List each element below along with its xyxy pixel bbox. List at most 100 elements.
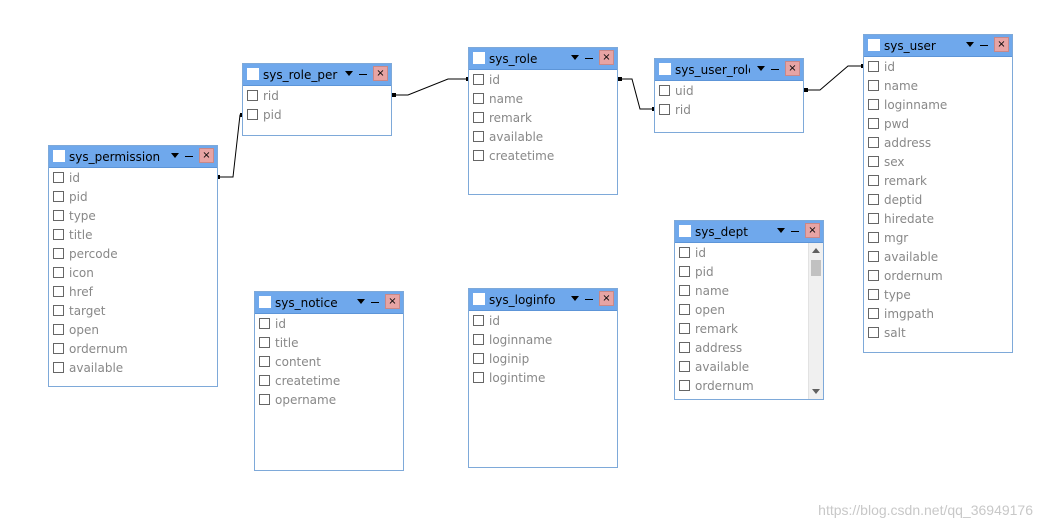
field-row[interactable]: imgpath	[864, 306, 1012, 325]
field-row[interactable]: createtime	[469, 148, 617, 167]
dropdown-arrow-icon[interactable]	[357, 299, 365, 304]
field-checkbox[interactable]	[473, 112, 484, 123]
field-row[interactable]: remark	[675, 321, 823, 340]
field-checkbox[interactable]	[259, 394, 270, 405]
field-row[interactable]: mgr	[864, 230, 1012, 249]
dropdown-arrow-icon[interactable]	[345, 71, 353, 76]
field-row[interactable]: uid	[655, 83, 803, 102]
field-row[interactable]: name	[675, 283, 823, 302]
field-checkbox[interactable]	[259, 337, 270, 348]
field-row[interactable]: type	[864, 287, 1012, 306]
minimize-icon[interactable]	[791, 231, 799, 232]
field-row[interactable]: target	[49, 303, 217, 322]
field-row[interactable]: available	[864, 249, 1012, 268]
field-row[interactable]: id	[675, 245, 823, 264]
field-checkbox[interactable]	[868, 232, 879, 243]
field-row[interactable]: percode	[49, 246, 217, 265]
field-checkbox[interactable]	[473, 131, 484, 142]
minimize-icon[interactable]	[585, 58, 593, 59]
field-checkbox[interactable]	[868, 175, 879, 186]
table-header[interactable]: sys_dept×	[675, 221, 823, 243]
field-row[interactable]: loginip	[469, 351, 617, 370]
field-checkbox[interactable]	[868, 194, 879, 205]
field-row[interactable]: rid	[243, 88, 391, 107]
field-row[interactable]: id	[469, 72, 617, 91]
minimize-icon[interactable]	[771, 69, 779, 70]
scroll-thumb[interactable]	[811, 260, 821, 276]
close-icon[interactable]: ×	[373, 66, 388, 81]
field-row[interactable]: title	[255, 335, 403, 354]
field-row[interactable]: id	[469, 313, 617, 332]
close-icon[interactable]: ×	[385, 294, 400, 309]
field-checkbox[interactable]	[259, 375, 270, 386]
field-row[interactable]: sex	[864, 154, 1012, 173]
table-header[interactable]: sys_role×	[469, 48, 617, 70]
field-row[interactable]: available	[469, 129, 617, 148]
field-row[interactable]: content	[255, 354, 403, 373]
table-header[interactable]: sys_role_perr×	[243, 64, 391, 86]
field-checkbox[interactable]	[53, 362, 64, 373]
field-row[interactable]: ordernum	[864, 268, 1012, 287]
field-row[interactable]: name	[469, 91, 617, 110]
field-checkbox[interactable]	[868, 289, 879, 300]
field-checkbox[interactable]	[679, 380, 690, 391]
field-checkbox[interactable]	[473, 150, 484, 161]
field-checkbox[interactable]	[868, 213, 879, 224]
field-checkbox[interactable]	[53, 343, 64, 354]
field-row[interactable]: loginname	[469, 332, 617, 351]
field-checkbox[interactable]	[473, 315, 484, 326]
field-checkbox[interactable]	[473, 93, 484, 104]
field-row[interactable]: pid	[243, 107, 391, 126]
field-checkbox[interactable]	[473, 334, 484, 345]
field-row[interactable]: available	[49, 360, 217, 379]
vertical-scrollbar[interactable]	[808, 243, 823, 399]
table-header[interactable]: sys_notice×	[255, 292, 403, 314]
field-checkbox[interactable]	[868, 99, 879, 110]
field-row[interactable]: available	[675, 359, 823, 378]
field-row[interactable]: remark	[864, 173, 1012, 192]
scroll-up-icon[interactable]	[812, 248, 820, 253]
close-icon[interactable]: ×	[199, 148, 214, 163]
field-row[interactable]: name	[864, 78, 1012, 97]
field-checkbox[interactable]	[868, 327, 879, 338]
field-checkbox[interactable]	[53, 172, 64, 183]
field-checkbox[interactable]	[53, 248, 64, 259]
field-checkbox[interactable]	[679, 247, 690, 258]
minimize-icon[interactable]	[185, 156, 193, 157]
field-row[interactable]: createtime	[255, 373, 403, 392]
field-row[interactable]: pwd	[864, 116, 1012, 135]
field-row[interactable]: open	[49, 322, 217, 341]
dropdown-arrow-icon[interactable]	[966, 42, 974, 47]
field-row[interactable]: href	[49, 284, 217, 303]
table-header[interactable]: sys_user×	[864, 35, 1012, 57]
field-checkbox[interactable]	[659, 85, 670, 96]
field-checkbox[interactable]	[868, 61, 879, 72]
minimize-icon[interactable]	[980, 45, 988, 46]
field-checkbox[interactable]	[679, 361, 690, 372]
field-row[interactable]: hiredate	[864, 211, 1012, 230]
table-header[interactable]: sys_loginfo×	[469, 289, 617, 311]
close-icon[interactable]: ×	[805, 223, 820, 238]
field-row[interactable]: rid	[655, 102, 803, 121]
field-row[interactable]: ordernum	[675, 378, 823, 397]
field-checkbox[interactable]	[53, 267, 64, 278]
dropdown-arrow-icon[interactable]	[777, 228, 785, 233]
field-row[interactable]: id	[255, 316, 403, 335]
field-row[interactable]: address	[864, 135, 1012, 154]
field-checkbox[interactable]	[679, 304, 690, 315]
minimize-icon[interactable]	[371, 302, 379, 303]
field-row[interactable]: loginname	[864, 97, 1012, 116]
field-checkbox[interactable]	[679, 323, 690, 334]
field-checkbox[interactable]	[53, 324, 64, 335]
field-checkbox[interactable]	[53, 305, 64, 316]
field-checkbox[interactable]	[259, 356, 270, 367]
field-row[interactable]: deptid	[864, 192, 1012, 211]
